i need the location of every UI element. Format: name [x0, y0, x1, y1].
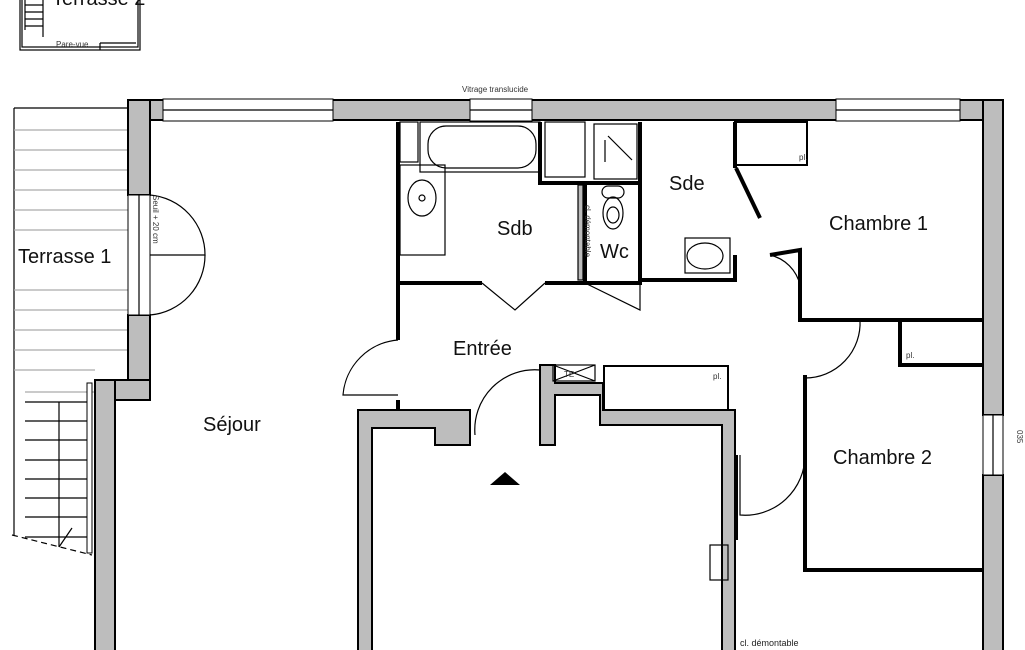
lower-walls	[357, 364, 738, 650]
vitrage-translucide-label: Vitrage translucide	[462, 85, 529, 94]
pare-vue-label: Pare-vue	[56, 40, 89, 49]
pl-entree: pl.	[713, 372, 721, 381]
exterior-walls	[94, 99, 1004, 650]
room-label-chambre-1: Chambre 1	[829, 213, 928, 235]
room-label-entree: Entrée	[453, 338, 512, 360]
terrace-door	[149, 194, 206, 316]
pl-chambre-1: pl.	[799, 153, 807, 162]
room-label-sde: Sde	[669, 173, 705, 195]
room-label-sejour: Séjour	[203, 414, 261, 436]
terrace-2-plan: Terrasse 2 Pare-vue	[19, 0, 145, 51]
closet-wc-note: cl. démontable	[583, 205, 592, 258]
exterior-stairs	[11, 382, 93, 556]
room-label-chambre-2: Chambre 2	[833, 447, 932, 469]
pl-chambre-1b: pl.	[906, 351, 914, 360]
closet-bottom-note: cl. démontable	[740, 638, 799, 648]
room-label-sdb: Sdb	[497, 218, 533, 240]
terrace-2-label: Terrasse 2	[52, 0, 145, 10]
entry-arrow-icon	[490, 472, 520, 485]
edge-dimension: 035	[1015, 430, 1024, 444]
door-swings	[342, 249, 861, 516]
room-label-wc: Wc	[600, 241, 629, 263]
windows	[127, 98, 1004, 476]
room-label-terrasse-1: Terrasse 1	[18, 246, 111, 268]
te-label: TE	[564, 370, 574, 379]
terrace-1-deck	[13, 107, 128, 535]
seuil-note: Seuil + 20 cm	[151, 195, 160, 244]
fixtures	[399, 121, 808, 411]
